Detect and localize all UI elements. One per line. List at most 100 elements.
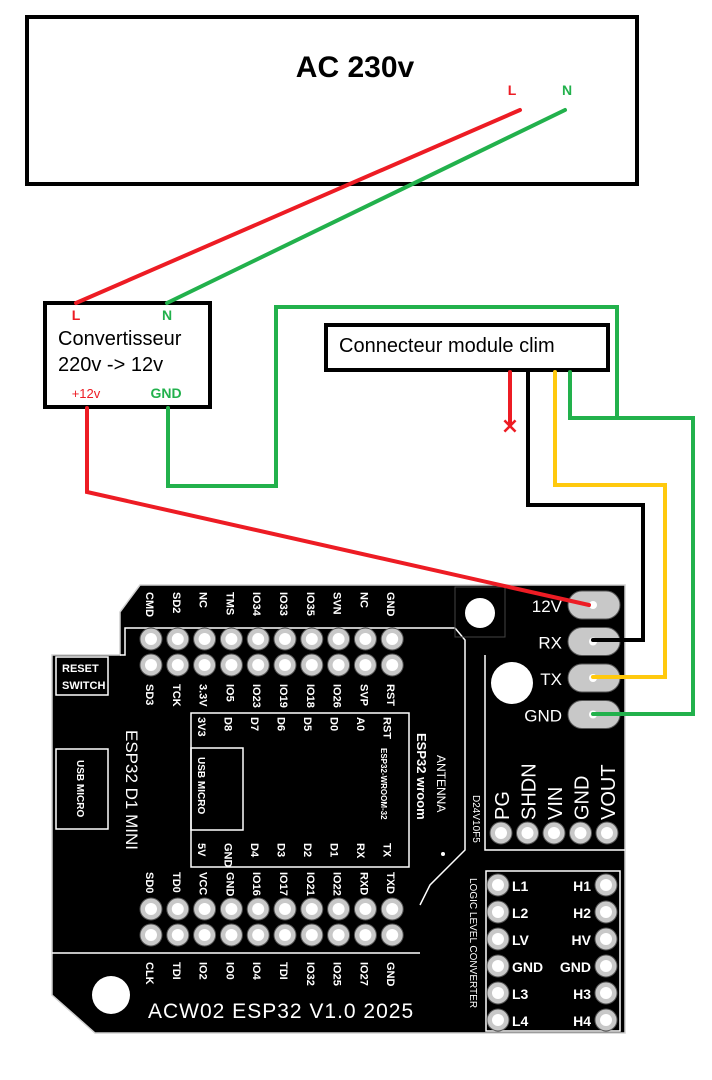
bottom-header-pad-hole: [145, 903, 157, 915]
llc-outline: [485, 870, 621, 1032]
d1-inner-top-label: D5: [301, 717, 313, 731]
regulator-pin-label: VIN: [545, 787, 567, 820]
antenna-dot: [441, 852, 445, 856]
board-title: ACW02 ESP32 V1.0 2025: [148, 1000, 414, 1023]
llc-left-label: L2: [512, 905, 529, 921]
bottom-header-bottom-label: TDI: [277, 962, 289, 980]
bottom-header-pad-hole: [198, 903, 211, 915]
clim-connector-pin-label: RX: [538, 634, 562, 653]
bottom-header-pad-hole: [145, 929, 157, 941]
llc-right-pad-hole: [600, 906, 612, 918]
bottom-header-pad-hole: [332, 903, 345, 915]
bottom-header-pad-hole: [225, 929, 238, 941]
bottom-header-pad-hole: [171, 929, 184, 941]
top-header-top-label: SD2: [170, 592, 182, 613]
bottom-header-pad-hole: [359, 903, 372, 915]
top-header-pad-hole: [198, 659, 211, 671]
ac-source-box: AC 230v L N: [25, 15, 639, 186]
mount-hole-top: [465, 598, 495, 628]
llc-right-label: HV: [572, 932, 592, 948]
top-header-pad-hole: [225, 633, 238, 645]
bottom-header-pad-hole: [386, 903, 399, 915]
top-header-top-label: CMD: [143, 592, 155, 617]
top-header-pad-hole: [359, 633, 372, 645]
d1-inner-bottom-label: D3: [275, 843, 287, 857]
regulator-pad-hole: [574, 827, 587, 839]
converter-title-line1: Convertisseur: [58, 328, 182, 350]
top-header-pad-hole: [386, 659, 399, 671]
clim-connector-title: Connecteur module clim: [339, 335, 555, 357]
llc-left-pad-hole: [492, 933, 504, 945]
top-header-bottom-label: TCK: [170, 684, 182, 707]
top-header-pad-hole: [225, 659, 238, 671]
bottom-header-pad-hole: [252, 929, 265, 941]
llc-left-label: GND: [512, 959, 543, 975]
clim-connector-pin-label: TX: [540, 670, 562, 689]
clim-connector-pin-label: 12V: [532, 597, 563, 616]
top-header-top-label: NC: [357, 592, 369, 608]
bottom-header-top-label: VCC: [197, 872, 209, 895]
wroom-label: ESP32 wroom: [414, 733, 429, 820]
ac-source-title: AC 230v: [296, 51, 415, 84]
wire-gnd-clim: [568, 370, 695, 716]
top-header-bottom-label: SVP: [357, 684, 369, 706]
llc-left-pad-hole: [492, 906, 504, 918]
llc-label: LOGIC LEVEL CONVERTER: [467, 878, 478, 1008]
wires: ×: [74, 108, 695, 716]
converter-out-plus-label: +12v: [72, 386, 101, 401]
llc-left-pad-hole: [492, 1014, 504, 1026]
regulator-pad-hole: [521, 827, 534, 839]
bottom-header-top-label: IO16: [250, 872, 262, 896]
llc-right-pad-hole: [600, 960, 612, 972]
bottom-header-pad-hole: [332, 929, 345, 941]
reset-switch-line2: SWITCH: [62, 680, 105, 692]
wire-ac-neutral: [165, 108, 567, 305]
llc-left-label: L1: [512, 878, 529, 894]
regulator-pin-label: GND: [572, 776, 594, 820]
bottom-header-top-label: TXD: [384, 872, 396, 894]
top-header-pad-hole: [145, 633, 157, 645]
top-header-bottom-label: 3.3V: [197, 684, 209, 707]
pcb-mount-frame: [454, 586, 506, 638]
llc-left-pad-hole: [492, 960, 504, 972]
reset-switch-line1: RESET: [62, 663, 99, 675]
wire-ac-live: [74, 108, 522, 305]
top-header-top-label: GND: [384, 592, 396, 617]
top-header-top-label: SVN: [331, 592, 343, 615]
regulator-pad-hole: [495, 827, 507, 839]
bottom-header-pad-hole: [386, 929, 399, 941]
converter-box: L N Convertisseur 220v -> 12v +12v GND: [43, 301, 212, 409]
llc-right-label: H2: [573, 905, 591, 921]
regulator-pin-label: PG: [492, 791, 514, 820]
top-header-pad-hole: [171, 633, 184, 645]
top-header-bottom-label: IO26: [331, 684, 343, 708]
d1-inner-top-label: D6: [275, 717, 287, 731]
bottom-header-bottom-label: IO0: [223, 962, 235, 980]
regulator-pad-hole: [601, 827, 613, 839]
top-header-top-label: IO33: [277, 592, 289, 616]
bottom-header-top-label: TD0: [170, 872, 182, 893]
bottom-header-bottom-label: TDI: [170, 962, 182, 980]
d1-inner-top-label: RST: [381, 717, 393, 739]
d1-inner-top-label: 3V3: [195, 717, 207, 737]
wire-gnd-converter: [166, 305, 619, 488]
bottom-header-pad-hole: [225, 903, 238, 915]
regulator-outline: [484, 655, 625, 851]
wroom-module-label: ESP32-WROOM-32: [379, 748, 388, 820]
bottom-header-pad-hole: [359, 929, 372, 941]
reset-switch: [55, 656, 109, 696]
top-header-pad-hole: [252, 633, 265, 645]
d1-mini-label: ESP32 D1 MINI: [122, 730, 141, 850]
unused-wire-marker: ×: [501, 414, 519, 439]
clim-connector-pin-label: GND: [524, 707, 562, 726]
llc-left-label: L4: [512, 1013, 529, 1029]
d1-inner-bottom-label: D1: [328, 843, 340, 857]
top-header-top-label: NC: [197, 592, 209, 608]
llc-right-pad-hole: [600, 933, 612, 945]
wire-tx: [553, 370, 667, 679]
top-header-bottom-label: IO23: [250, 684, 262, 708]
top-header-pad-hole: [386, 633, 399, 645]
converter-in-neutral-label: N: [162, 307, 172, 323]
